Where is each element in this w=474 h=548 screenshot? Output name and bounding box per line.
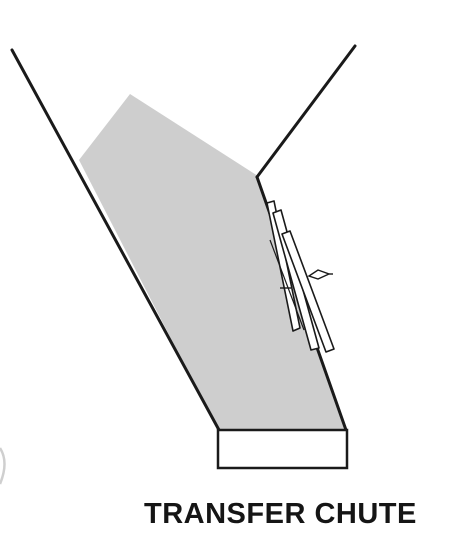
- door-outer-plate: [281, 230, 335, 353]
- door-panel-plate: [272, 209, 320, 351]
- edge-arc-fragment: [0, 447, 6, 485]
- inspection-door-assembly: [266, 200, 335, 353]
- door-hinge-line: [269, 239, 305, 331]
- material-fill: [79, 94, 345, 430]
- latch-body: [307, 269, 331, 280]
- outlet-box: [216, 428, 349, 470]
- right-upper-wall: [255, 44, 357, 179]
- diagram-caption: TRANSFER CHUTE: [144, 498, 417, 530]
- left-chute-wall: [10, 48, 221, 432]
- latch-handle: [280, 269, 333, 289]
